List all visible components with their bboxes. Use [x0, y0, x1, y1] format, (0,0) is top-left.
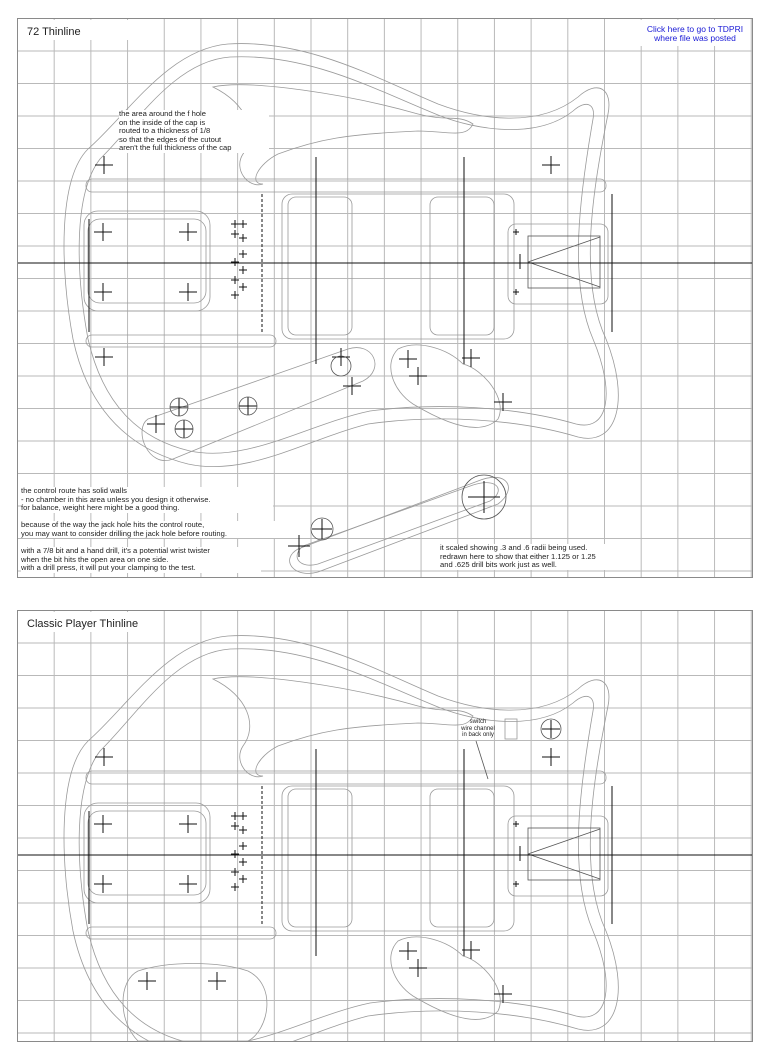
tdpri-link[interactable]: Click here to go to TDPRI where file was… — [640, 20, 750, 46]
f-hole — [211, 84, 474, 186]
template-sheet-classic-player-thinline: Classic Player Thinline switch wire chan… — [17, 610, 753, 1042]
crosshair-icon — [94, 156, 560, 557]
control-route — [141, 347, 376, 461]
note-jack-hole: because of the way the jack hole hits th… — [21, 520, 279, 539]
sheet-title: Classic Player Thinline — [19, 612, 159, 632]
body-drawing-72 — [18, 43, 752, 574]
note-f-hole: the area around the f hole on the inside… — [119, 109, 269, 153]
template-sheet-72-thinline: 72 Thinline Click here to go to TDPRI wh… — [17, 18, 753, 578]
body-outline — [63, 43, 619, 468]
note-drill: with a 7/8 bit and a hand drill, it's a … — [21, 546, 261, 573]
crosshair-icon — [94, 720, 560, 1003]
body-drawing-classic — [18, 635, 752, 1041]
note-radii: it scaled showing .3 and .6 radii being … — [440, 543, 630, 570]
f-hole — [211, 676, 474, 778]
control-plate — [289, 476, 509, 574]
sheet-title: 72 Thinline — [19, 20, 132, 40]
note-switch-channel: switch wire channel in back only — [461, 719, 495, 739]
note-control-route: the control route has solid walls - no c… — [21, 486, 273, 513]
